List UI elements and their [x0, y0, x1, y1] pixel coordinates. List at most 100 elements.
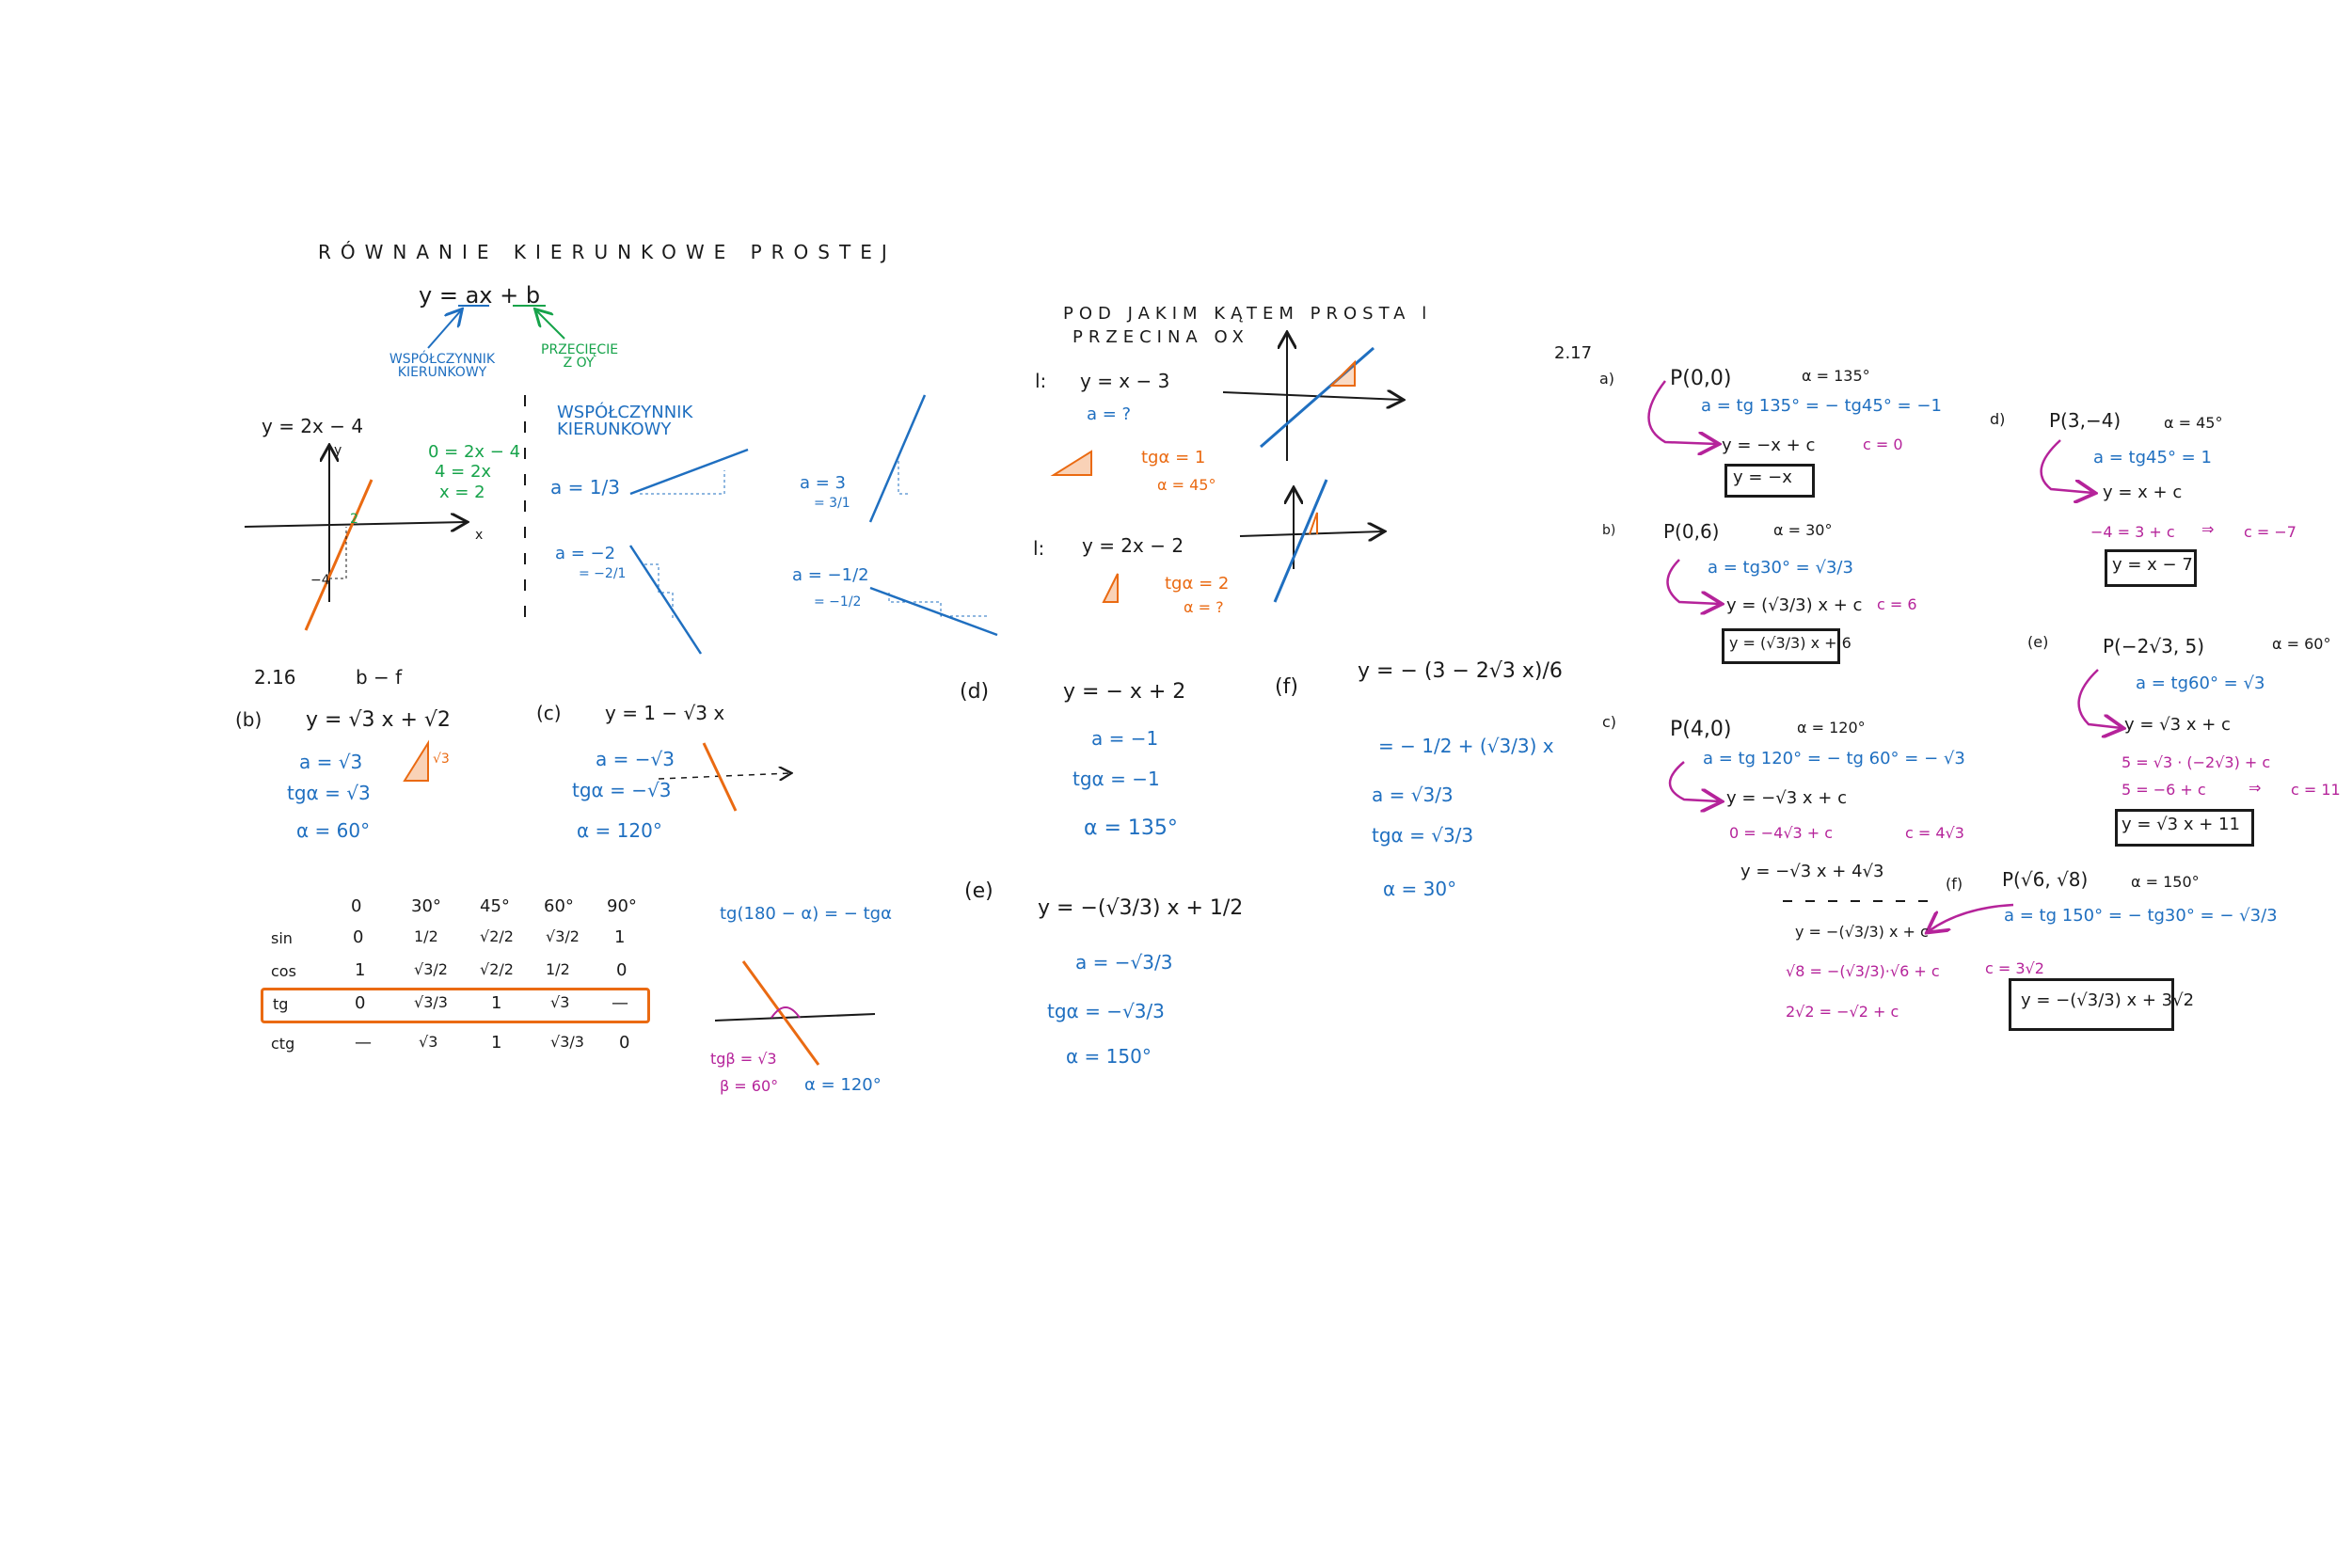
- ex216-b-label: (b): [235, 708, 262, 731]
- ex217-e-c: c = 11: [2291, 781, 2341, 799]
- ex216-f-label: (f): [1275, 675, 1298, 699]
- ex216-f-tg: tgα = √3/3: [1372, 824, 1474, 847]
- ex216-d-label: (d): [960, 680, 990, 704]
- tg-identity: tg(180 − α) = − tgα: [720, 904, 892, 924]
- ex217-c-c: c = 4√3: [1905, 824, 1964, 842]
- ex216-d-alpha: α = 135°: [1084, 816, 1178, 840]
- ex217-b-point: P(0,6): [1663, 520, 1720, 543]
- ex216-heading: 2.16: [254, 666, 296, 689]
- graph-2x-2: [1239, 479, 1383, 603]
- slope-label: WSPÓŁCZYNNIK KIERUNKOWY: [389, 352, 496, 380]
- ex217-d-point: P(3,−4): [2049, 409, 2122, 432]
- ex217-d-c: c = −7: [2244, 523, 2296, 541]
- ex217-e-calc: a = tg60° = √3: [2136, 673, 2265, 693]
- ex217-f-result-box: [2009, 978, 2174, 1031]
- solve-line-2: 4 = 2x: [435, 462, 492, 482]
- ex216-c-label: (c): [536, 702, 562, 724]
- ex217-e-result-box: [2115, 809, 2254, 847]
- table-cell: √3/3: [414, 993, 448, 1011]
- ex217-f-sub1: √8 = −(√3/3)·√6 + c: [1786, 962, 1940, 980]
- table-cell: 1/2: [546, 960, 570, 978]
- ex217-e-label: (e): [2027, 633, 2049, 651]
- table-cell: √3/2: [414, 960, 448, 978]
- graph-x-3: [1222, 334, 1402, 461]
- ex217-e-point: P(−2√3, 5): [2103, 635, 2205, 657]
- ex217-c-gen: y = −√3 x + c: [1726, 788, 1847, 808]
- ex216-b-alpha: α = 60°: [296, 819, 371, 842]
- page-title: RÓWNANIE KIERUNKOWE PROSTEJ: [318, 241, 897, 263]
- table-header: 45°: [480, 896, 510, 916]
- intro-formula: y = ax + b: [419, 282, 541, 309]
- ex217-a-point: P(0,0): [1670, 367, 1732, 390]
- ex217-a-calc: a = tg 135° = − tg45° = −1: [1701, 396, 1942, 416]
- slope-minus-two-frac: = −2/1: [579, 566, 627, 581]
- ex217-d-calc: a = tg45° = 1: [2093, 448, 2212, 467]
- small-triangles: [403, 450, 1119, 782]
- ex217-e-arrow: ⇒: [2249, 779, 2262, 797]
- ex217-f-point: P(√6, √8): [2002, 868, 2089, 891]
- ex217-d-sub: −4 = 3 + c: [2090, 523, 2175, 541]
- solve-line-1: 0 = 2x − 4: [428, 442, 521, 462]
- ex216-b-tri: √3: [433, 752, 450, 767]
- angle-question-2: PRZECINA OX: [1073, 327, 1249, 347]
- ex217-a-label: a): [1599, 370, 1615, 388]
- table-cell: 1: [491, 993, 502, 1013]
- table-cell: 0: [355, 993, 366, 1013]
- slope-three-frac: = 3/1: [814, 496, 850, 511]
- l1-eq: y = x − 3: [1080, 370, 1170, 392]
- ex216-b-eq: y = √3 x + √2: [306, 708, 451, 732]
- sketch-216c: [658, 742, 790, 812]
- ex216-c-a: a = −√3: [596, 748, 675, 770]
- ex216-f-alpha: α = 30°: [1383, 878, 1457, 900]
- ex216-c-eq: y = 1 − √3 x: [605, 702, 725, 724]
- ex216-f-a1: = − 1/2 + (√3/3) x: [1378, 735, 1554, 757]
- table-header: 60°: [544, 896, 574, 916]
- table-cell: 0: [353, 927, 364, 947]
- ex216-c-tg: tgα = −√3: [572, 779, 672, 801]
- ex216-e-a: a = −√3/3: [1075, 951, 1173, 974]
- ex216-f-a: a = √3/3: [1372, 784, 1454, 806]
- ex217-e-sub2: 5 = −6 + c: [2122, 781, 2206, 799]
- ex217-a-result: y = −x: [1733, 467, 1792, 487]
- ex216-e-label: (e): [964, 879, 993, 903]
- ex217-a-gen: y = −x + c: [1722, 436, 1816, 455]
- l1-a: a = ?: [1087, 404, 1132, 424]
- solve-line-3: x = 2: [439, 483, 485, 502]
- ex217-d-result: y = x − 7: [2112, 555, 2193, 575]
- beta-value: β = 60°: [720, 1077, 779, 1095]
- ex216-f-eq: y = − (3 − 2√3 x)/6: [1358, 659, 1563, 683]
- table-cell: —: [355, 1033, 372, 1053]
- l1-label: l:: [1035, 370, 1047, 392]
- curved-arrows: [1647, 380, 2122, 931]
- ex216-range: b − f: [356, 666, 403, 689]
- ex217-b-gen: y = (√3/3) x + c: [1726, 595, 1863, 615]
- slope-three: a = 3: [800, 473, 847, 493]
- ex217-c-alpha: α = 120°: [1797, 719, 1866, 736]
- ex217-e-gen: y = √3 x + c: [2124, 715, 2231, 735]
- table-cell: √2/2: [480, 960, 514, 978]
- graph-root-label: 2: [350, 512, 358, 527]
- table-row-fn: tg: [273, 995, 289, 1013]
- ex216-e-alpha: α = 150°: [1066, 1045, 1152, 1068]
- example-eq: y = 2x − 4: [262, 415, 364, 437]
- table-cell: 0: [616, 960, 628, 980]
- ex217-a-result-box: [1724, 464, 1815, 498]
- graph-x-label: x: [475, 528, 484, 543]
- l1-alpha: α = 45°: [1157, 476, 1216, 494]
- graph-intercept-label: −4: [310, 573, 330, 588]
- table-cell: —: [612, 993, 628, 1013]
- ex217-f-calc: a = tg 150° = − tg30° = − √3/3: [2004, 906, 2278, 926]
- tg-row-highlight: [261, 988, 650, 1023]
- ex217-c-result: y = −√3 x + 4√3: [1740, 862, 1884, 881]
- ex217-e-sub1: 5 = √3 · (−2√3) + c: [2122, 753, 2271, 771]
- l2-alpha: α = ?: [1184, 598, 1224, 616]
- ex216-e-tg: tgα = −√3/3: [1047, 1000, 1165, 1022]
- table-cell: √3/3: [550, 1033, 584, 1051]
- alpha-value: α = 120°: [804, 1075, 882, 1095]
- ex217-a-c: c = 0: [1863, 436, 1903, 453]
- ex217-f-c: c = 3√2: [1985, 959, 2044, 977]
- ex217-b-label: b): [1602, 523, 1616, 538]
- ex216-b-a: a = √3: [299, 751, 363, 773]
- slope-one-third: a = 1/3: [550, 476, 620, 499]
- ex216-d-eq: y = − x + 2: [1063, 680, 1186, 704]
